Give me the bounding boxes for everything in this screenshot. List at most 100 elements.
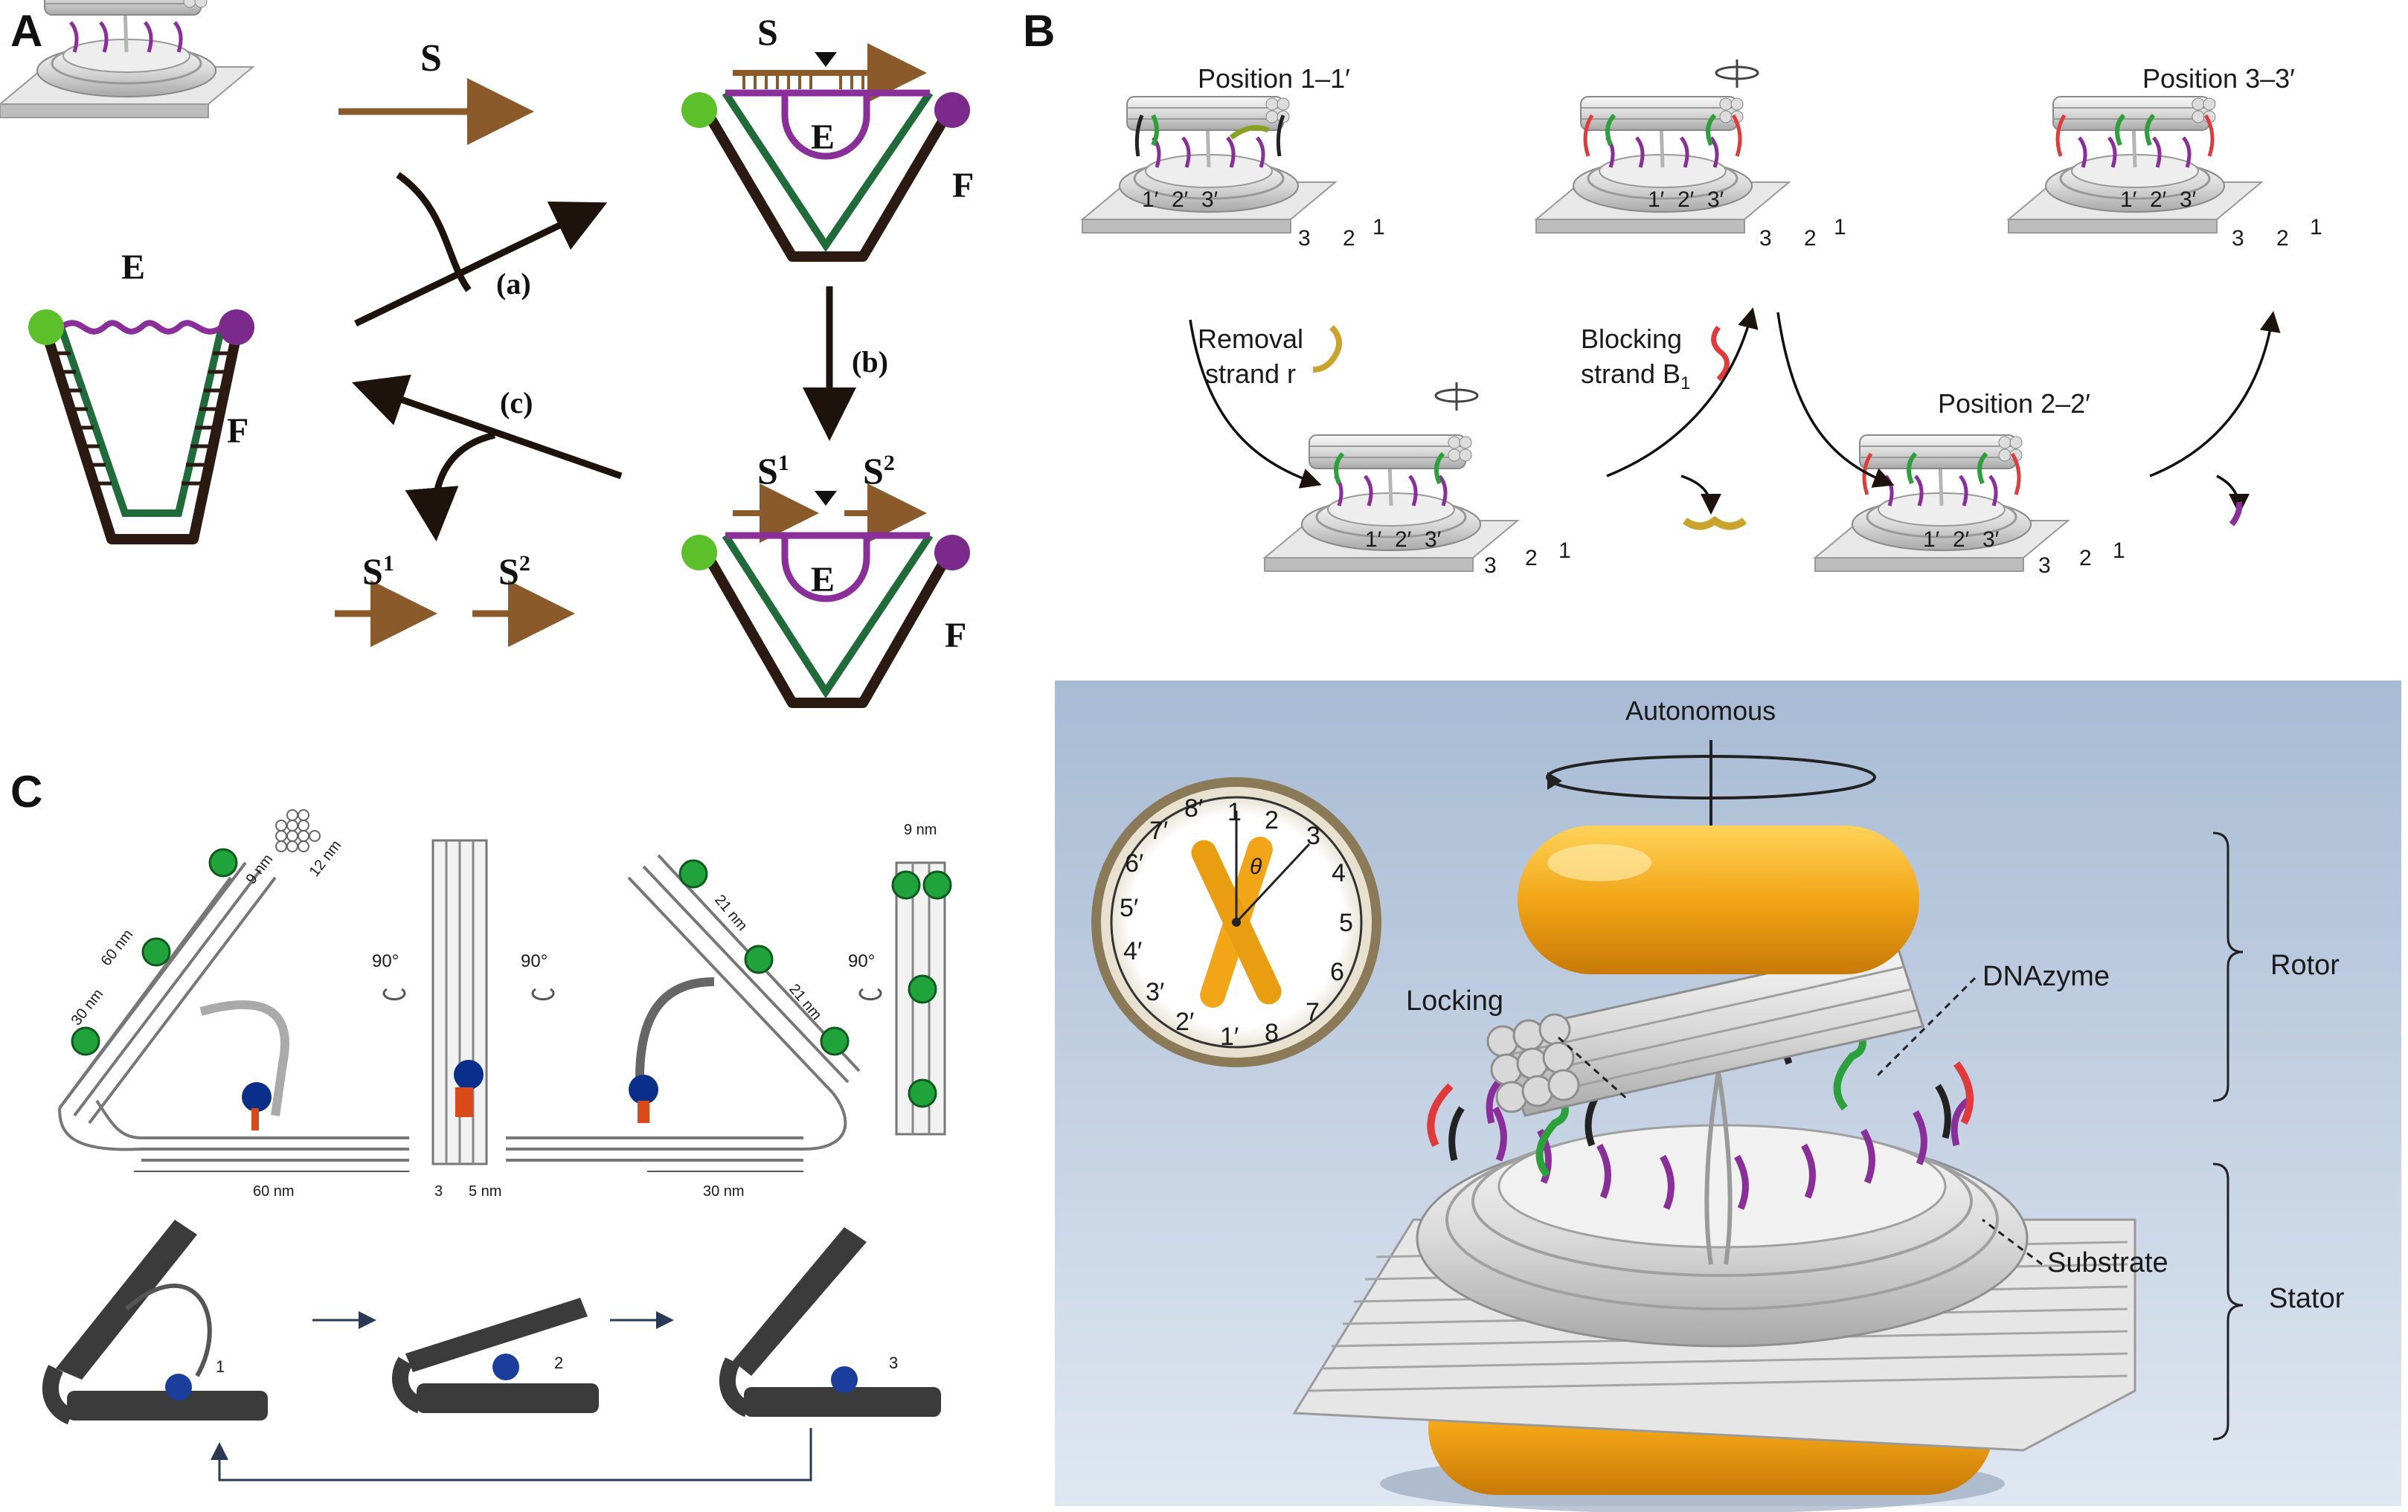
released-removal-strand: [1683, 515, 1747, 530]
site-label-3p-d: 3′: [1425, 527, 1442, 552]
clock-num-5p: 5′: [1120, 894, 1138, 922]
hinge-state-3: 3: [719, 1227, 941, 1418]
rotation-label-3: 90°: [848, 951, 875, 971]
site-label-2p-e: 2′: [1953, 527, 1970, 552]
locking-label: Locking: [1406, 985, 1503, 1017]
panel-letter-a: A: [10, 6, 42, 56]
product-1-label: S1: [362, 550, 394, 592]
clock-num-4p: 4′: [1123, 937, 1142, 965]
site-label-2: 2: [1343, 226, 1355, 251]
callout-lines: [1557, 977, 2043, 1266]
clock-num-5: 5: [1339, 909, 1353, 937]
site-label-3-b: 3: [1759, 226, 1772, 251]
step-c-arrow: [351, 374, 623, 480]
site-label-1-c: 1: [2310, 215, 2322, 239]
stator-label: Stator: [2269, 1283, 2345, 1314]
dim-12nm: 12 nm: [306, 837, 345, 880]
site-label-2-c: 2: [2276, 226, 2289, 251]
position-1-title: Position 1–1′: [1198, 63, 1350, 94]
motor-illustration: [0, 0, 255, 118]
step-a-label: (a): [496, 267, 531, 300]
panel-letter-b: B: [1023, 6, 1055, 56]
state-label-3: 3: [889, 1354, 898, 1372]
released-substrate: [2229, 501, 2243, 527]
dim-3: 3: [434, 1183, 443, 1200]
frame-label-cleaved: F: [945, 616, 966, 655]
frame-label-initial: F: [227, 411, 248, 451]
panel-a: E F S (a) (c) S1 S2 (b) S: [28, 11, 974, 708]
clock-num-3p: 3′: [1146, 978, 1164, 1006]
clock-num-1: 1: [1227, 798, 1242, 826]
hinge-closed-schematic: 30 nm 21 nm 21 nm: [506, 854, 861, 1200]
substrate-label-top: S: [420, 37, 442, 80]
dim-21nm-b: 21 nm: [786, 981, 825, 1023]
rotation-label-1: 90°: [372, 951, 399, 971]
cycle-return-arrow: [211, 1428, 812, 1482]
site-label-1p-b: 1′: [1648, 187, 1665, 212]
site-label-3-c: 3: [2232, 226, 2244, 251]
clock-num-4: 4: [1332, 859, 1346, 887]
step-b-label: (b): [852, 345, 888, 379]
site-label-1: 1: [1372, 215, 1385, 239]
site-label-1p-e: 1′: [1923, 527, 1940, 552]
frame-label-bound: F: [952, 166, 974, 205]
rotor-bundle: [1486, 943, 1924, 1117]
position-3-title: Position 3–3′: [2142, 63, 2295, 94]
clock-num-2: 2: [1265, 806, 1279, 834]
clock-num-6p: 6′: [1125, 849, 1143, 878]
complex-initial: E F: [28, 248, 254, 544]
clock-num-2p: 2′: [1175, 1008, 1194, 1036]
motor-position-3: [2009, 97, 2261, 233]
product-2-label: S2: [498, 550, 530, 592]
state-label-1: 1: [216, 1357, 225, 1376]
panel-b-upper: 1′ 2′ 3′ 3 2 1 1′ 2′ 3′ 3 2 1 1′ 2′ 3′ 3…: [0, 0, 2322, 578]
dnazyme-label: DNAzyme: [1982, 961, 2110, 992]
site-label-3-d: 3: [1484, 553, 1497, 578]
site-label-3p-c: 3′: [2180, 187, 2197, 212]
dim-21nm-a: 21 nm: [711, 892, 751, 934]
site-label-3p-e: 3′: [1982, 527, 2000, 552]
clock-num-1p: 1′: [1220, 1023, 1239, 1051]
hinge-open-schematic: 60 nm 60 nm 30 nm 9 nm 12 nm: [58, 809, 409, 1200]
autonomous-label: Autonomous: [1625, 695, 1776, 726]
dim-60nm-bottom: 60 nm: [253, 1183, 295, 1200]
step-c-label: (c): [500, 386, 533, 419]
enzyme-label-bound: E: [811, 118, 835, 157]
rotation-label-2: 90°: [521, 951, 548, 971]
hinge-side-view-1: 3 5 nm: [431, 839, 501, 1200]
blocking-line2: strand B1: [1581, 358, 1690, 393]
dim-60nm-arm: 60 nm: [98, 927, 137, 969]
site-label-2-d: 2: [1525, 546, 1538, 570]
motor-position-1-blocked: [1536, 97, 1789, 233]
dim-5nm: 5 nm: [469, 1183, 501, 1200]
site-label-2p: 2′: [1172, 187, 1189, 212]
clock-num-8: 8: [1265, 1019, 1279, 1047]
site-label-1-b: 1: [1834, 215, 1846, 239]
complex-bound: S E F: [681, 11, 974, 262]
substrate-label-bound: S: [757, 11, 778, 53]
site-label-3p: 3′: [1201, 187, 1219, 212]
stator-brace: [2212, 1162, 2244, 1441]
clock-num-6: 6: [1330, 958, 1344, 986]
clock-num-7p: 7′: [1149, 817, 1168, 845]
enzyme-label-cleaved: E: [811, 560, 835, 599]
site-label-1-d: 1: [1558, 538, 1571, 563]
motor-position-1: [1082, 97, 1335, 233]
site-label-2p-b: 2′: [1677, 187, 1695, 212]
site-label-3p-b: 3′: [1707, 187, 1724, 212]
step-a-arrow: [354, 201, 608, 327]
clock-num-7: 7: [1306, 998, 1320, 1026]
position-2-title: Position 2–2′: [1938, 388, 2090, 419]
motor-intermediate-1: [1265, 435, 1518, 571]
removal-strand-icon: [1312, 325, 1342, 373]
site-label-2-b: 2: [1804, 226, 1817, 251]
hinge-state-2: 2: [391, 1298, 599, 1414]
rotation-symbol-1: [1434, 59, 1759, 411]
cleaved-s1-label: S1: [757, 450, 789, 492]
rotor-label: Rotor: [2270, 950, 2340, 981]
panel-b-lower: Autonomous θ 1 2 3 4 5 6 7 8 1′ 2′: [1055, 681, 2401, 1512]
site-label-1p: 1′: [1142, 187, 1159, 212]
hinge-side-view-2: 9 nm: [891, 822, 952, 1136]
stator-ring: [1416, 1124, 2029, 1348]
